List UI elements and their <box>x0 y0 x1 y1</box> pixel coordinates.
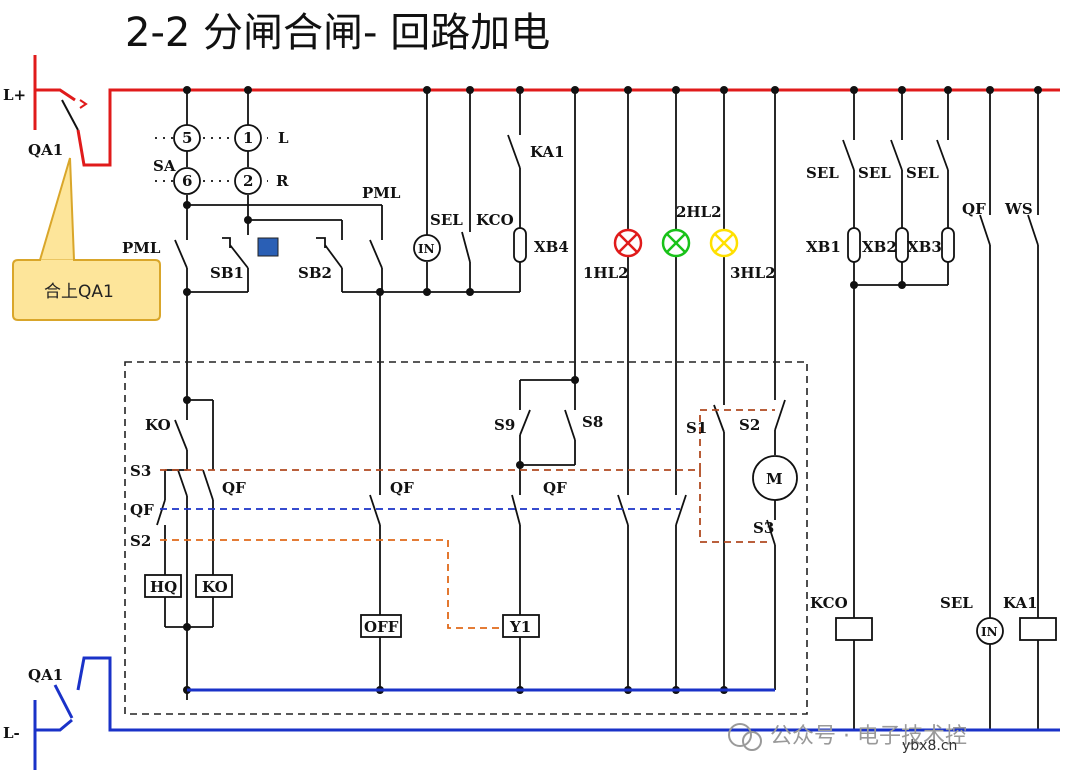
watermark-channel: 公众号 · 电子技术控 <box>770 724 967 749</box>
page-title: 2-2 分闸合闸- 回路加电 <box>125 10 550 56</box>
pml-left-label: PML <box>122 239 161 257</box>
xb1-label: XB1 <box>806 238 841 256</box>
s2-right-label: S2 <box>739 416 760 434</box>
lamp-yellow-icon <box>709 228 739 258</box>
callout-text: 合上QA1 <box>44 282 114 302</box>
motor-label: M <box>766 470 783 488</box>
hl1-label: 1HL2 <box>583 264 629 282</box>
indicator-square <box>257 237 279 257</box>
kco-coil-label: KCO <box>810 594 848 612</box>
l-plus-label: L+ <box>3 86 26 104</box>
coil-ka1 <box>1019 617 1057 641</box>
lamp-green-icon <box>661 228 691 258</box>
qf-left-2-label: QF <box>222 479 246 497</box>
qf-left-label: QF <box>130 501 154 519</box>
coil-hq: HQ <box>144 574 182 598</box>
coil-kco <box>835 617 873 641</box>
sb1-label: SB1 <box>210 264 244 282</box>
xb-fuses <box>513 227 955 263</box>
in-meter-top: IN <box>413 234 441 262</box>
sa-selector <box>173 124 262 195</box>
kco-top-label: KCO <box>476 211 514 229</box>
in-bottom-label: IN <box>981 625 998 639</box>
xb3-label: XB3 <box>907 238 942 256</box>
coil-y1: Y1 <box>502 614 540 638</box>
ko-contact-label: KO <box>145 416 171 434</box>
ws-label: WS <box>1004 200 1033 218</box>
qa1-bottom-label: QA1 <box>28 666 63 684</box>
ka1-top-label: KA1 <box>530 143 565 161</box>
xb2-label: XB2 <box>862 238 897 256</box>
sel-bottom-label: SEL <box>940 594 973 612</box>
sel-right-3-label: SEL <box>906 164 939 182</box>
lamp-red-icon <box>613 228 643 258</box>
hl2-label: 2HL2 <box>676 203 722 221</box>
sa-node-2: 2 <box>243 172 253 190</box>
sa-r-label: R <box>276 172 289 190</box>
sel-right-1-label: SEL <box>806 164 839 182</box>
sa-l-label: L <box>278 129 289 147</box>
coil-off-label: OFF <box>364 618 399 636</box>
s9-label: S9 <box>494 416 515 434</box>
ka1-coil-label: KA1 <box>1003 594 1038 612</box>
watermark-site: ybx8.cn <box>902 738 957 754</box>
qf-off-label: QF <box>390 479 414 497</box>
s8-label: S8 <box>582 413 603 431</box>
motor-icon: M <box>752 455 798 501</box>
negative-bus <box>33 656 1060 770</box>
pml-top-label: PML <box>362 184 401 202</box>
mechanism-box <box>124 361 808 715</box>
qa1-top-switch <box>61 99 88 131</box>
coil-hq-label: HQ <box>150 578 177 596</box>
l-minus-label: L- <box>3 724 20 742</box>
qf-y1-label: QF <box>543 479 567 497</box>
wechat-icon <box>728 723 752 747</box>
hl3-label: 3HL2 <box>730 264 776 282</box>
coil-y1-label: Y1 <box>509 618 531 636</box>
sa-node-1: 1 <box>243 129 253 147</box>
s1-label: S1 <box>686 419 707 437</box>
in-top-label: IN <box>418 242 435 256</box>
junction-dots <box>183 86 1042 694</box>
coil-ko: KO <box>195 574 233 598</box>
in-meter-bottom: IN <box>976 617 1004 645</box>
coil-off: OFF <box>360 614 402 638</box>
qf-right-label: QF <box>962 200 986 218</box>
sb2-label: SB2 <box>298 264 332 282</box>
s2-left-label: S2 <box>130 532 151 550</box>
s3-left-label: S3 <box>130 462 151 480</box>
sel-right-2-label: SEL <box>858 164 891 182</box>
s3-right-label: S3 <box>753 519 774 537</box>
sa-node-5: 5 <box>182 129 192 147</box>
xb4-label: XB4 <box>534 238 569 256</box>
coil-ko-label: KO <box>202 578 228 596</box>
sa-label: SA <box>153 157 176 175</box>
mechanical-linkages <box>160 409 775 629</box>
watermark: 公众号 · 电子技术控 ybx8.cn <box>728 723 967 754</box>
sa-node-6: 6 <box>182 172 192 190</box>
qa1-top-label: QA1 <box>28 141 63 159</box>
sel-top-label: SEL <box>430 211 463 229</box>
callout: 合上QA1 <box>12 157 161 321</box>
